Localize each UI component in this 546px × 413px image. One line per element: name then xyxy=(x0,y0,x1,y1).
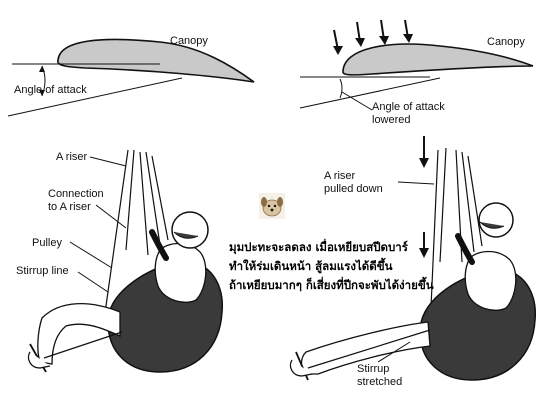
visor-right xyxy=(479,221,505,229)
down-arrow-icon xyxy=(355,21,365,47)
pulley-label: Pulley xyxy=(32,237,62,249)
pilot-helmet-left xyxy=(171,211,209,249)
angle-lowered-label-line2: lowered xyxy=(372,114,411,126)
riser-lines-right xyxy=(429,147,483,331)
stirrup-line-label: Stirrup line xyxy=(16,265,69,277)
riser-lines-left xyxy=(103,149,169,321)
canopy-label-left: Canopy xyxy=(170,35,208,47)
pilot-helmet-right xyxy=(478,202,514,238)
airflow-line-left xyxy=(7,77,183,117)
pulley-leader xyxy=(69,241,113,269)
foot-left xyxy=(27,351,51,369)
canopy-label-right: Canopy xyxy=(487,36,525,48)
connection-leader xyxy=(95,204,127,229)
pilot-arm-right xyxy=(455,233,475,265)
thai-caption-line1: มุมปะทะจะลดลง เมื่อเหยียบสปีดบาร์ xyxy=(229,240,408,254)
airflow-line-right xyxy=(299,77,441,109)
thai-caption-line2: ทำให้ร่มเดินหน้า สู้ลมแรงได้ดีขึ้น xyxy=(229,259,393,273)
stirrup-line-right xyxy=(307,329,431,369)
dog-logo xyxy=(259,193,285,219)
thai-caption: มุมปะทะจะลดลง เมื่อเหยียบสปีดบาร์ ทำให้ร… xyxy=(229,238,479,295)
angle-of-attack-label: Angle of attack xyxy=(14,84,87,96)
down-arrow-icon xyxy=(333,29,343,55)
top-left-panel: Canopy Angle of attack xyxy=(7,35,255,117)
bottom-right-panel: A riser pulled down Stirrup stretched xyxy=(289,136,536,388)
bottom-left-panel: A riser Connection to A riser Pulley Sti… xyxy=(16,149,223,373)
pilot-torso-right xyxy=(464,250,517,311)
riser-leader-right xyxy=(397,181,435,185)
canopy-airfoil-left xyxy=(57,38,255,83)
down-arrow-icon xyxy=(379,19,389,45)
angle-lowered-label-line1: Angle of attack xyxy=(372,101,445,113)
angle-arrowhead-bottom-left xyxy=(39,90,45,96)
riser-pulled-label-line1: A riser xyxy=(324,170,356,182)
angle-leader-right xyxy=(341,91,373,111)
top-right-panel: Canopy Angle of attack lowered xyxy=(299,19,534,126)
canopy-airfoil-right xyxy=(342,43,534,76)
pilot-arm-left xyxy=(149,229,169,261)
down-arrow-icon xyxy=(419,232,429,258)
riser-leader-left xyxy=(89,156,127,167)
stirrup-stretched-leader xyxy=(377,341,411,363)
angle-arrowhead-top-left xyxy=(39,66,45,72)
down-arrow-icon xyxy=(403,19,413,43)
pilot-leg-left xyxy=(37,303,121,365)
angle-arc-right xyxy=(339,78,343,99)
connection-label-line2: to A riser xyxy=(48,201,91,213)
stirrup-line-left xyxy=(43,331,123,359)
stirrup-leader xyxy=(77,271,109,293)
foot-right xyxy=(289,359,313,377)
visor-left xyxy=(173,231,199,239)
a-riser-label: A riser xyxy=(56,151,88,163)
stirrup-stretched-label-line2: stretched xyxy=(357,376,402,388)
down-arrow-icon xyxy=(419,136,429,168)
riser-pulled-label-line2: pulled down xyxy=(324,183,383,195)
thai-caption-line3: ถ้าเหยียบมากๆ ก็เสี่ยงที่ปีกจะพับได้ง่าย… xyxy=(229,278,434,292)
stirrup-stretched-label-line1: Stirrup xyxy=(357,363,389,375)
connection-label-line1: Connection xyxy=(48,188,104,200)
